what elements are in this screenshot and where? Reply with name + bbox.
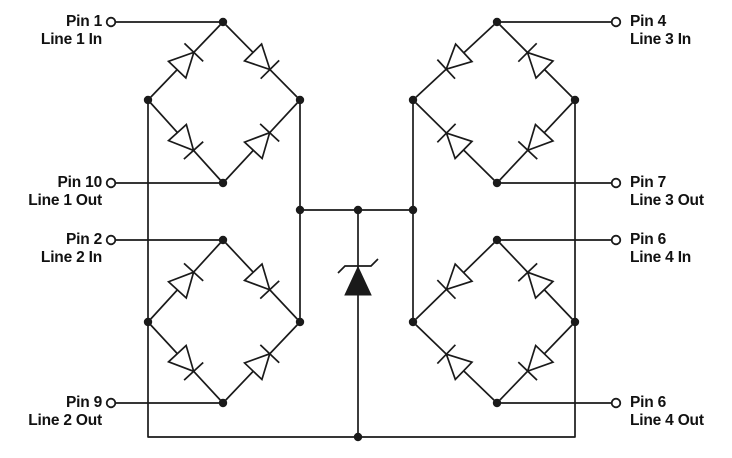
pin-name: Pin 10 [57,174,103,191]
pin-terminal [105,177,117,189]
pin-name: Pin 9 [65,394,102,411]
bridge-line1 [166,42,280,161]
junction-dot [218,398,228,408]
steering-diode [517,343,555,381]
junction-dot [408,317,418,327]
steering-diode [436,123,474,161]
pin-label-line3-out: Pin 7 Line 3 Out [630,174,730,210]
bridge-line2 [166,262,280,382]
pin-name: Pin 7 [630,174,667,191]
pin-terminal [105,234,117,246]
pin-terminal [105,397,117,409]
steering-diode [517,262,555,300]
junction-dot [143,317,153,327]
pin-name: Pin 4 [630,13,667,30]
pin-label-line1-out: Pin 10 Line 1 Out [8,174,102,210]
steering-diode [436,344,474,382]
wire [147,239,301,404]
tvs-diode [337,258,379,296]
steering-diode [517,122,555,160]
junction-dot [408,205,418,215]
line-name: Line 4 Out [630,412,704,429]
line-name: Line 4 In [630,249,692,266]
junction-dot [408,95,418,105]
steering-diode [166,122,204,160]
junction-dot [492,235,502,245]
bridge-line4 [436,262,555,382]
junction-dot [492,398,502,408]
junction-dot [492,178,502,188]
junction-dot [295,317,305,327]
junction-dot [143,95,153,105]
steering-diode [242,123,280,161]
pin-terminal [105,16,117,28]
steering-diode [436,262,474,300]
junction-dot [353,205,363,215]
pin-label-line4-in: Pin 6 Line 4 In [630,231,730,267]
wire [147,100,576,438]
pin-terminal [610,16,622,28]
pin-label-line4-out: Pin 6 Line 4 Out [630,394,730,430]
junction-dot [218,178,228,188]
steering-diode [166,343,204,381]
pin-name: Pin 6 [630,231,667,248]
junction-dot [295,95,305,105]
line-name: Line 2 In [40,249,102,266]
bridge-line3 [436,42,555,161]
junction-dot [218,17,228,27]
pin-label-line2-out: Pin 9 Line 2 Out [8,394,102,430]
junction-dot [570,95,580,105]
pin-terminal [610,397,622,409]
junction-dot [570,317,580,327]
steering-diode [242,262,280,300]
steering-diode [166,42,204,80]
junction-dot [492,17,502,27]
wire [412,239,576,404]
steering-diode [166,262,204,300]
steering-diode [242,344,280,382]
wire [412,21,576,184]
wire [147,21,301,184]
junction-dot [295,205,305,215]
pin-name: Pin 2 [65,231,102,248]
pin-name: Pin 1 [65,13,102,30]
line-name: Line 1 Out [28,192,102,209]
pin-terminal [610,234,622,246]
steering-diode [517,42,555,80]
steering-diode [242,42,280,80]
pin-terminal [610,177,622,189]
pin-name: Pin 6 [630,394,667,411]
junction-dot [218,235,228,245]
line-name: Line 3 Out [630,192,704,209]
line-name: Line 3 In [630,31,692,48]
line-name: Line 2 Out [28,412,102,429]
pin-label-line2-in: Pin 2 Line 2 In [8,231,102,267]
pin-label-line3-in: Pin 4 Line 3 In [630,13,730,49]
junction-dot [353,432,363,442]
pin-label-line1-in: Pin 1 Line 1 In [8,13,102,49]
line-name: Line 1 In [40,31,102,48]
steering-diode [436,42,474,80]
